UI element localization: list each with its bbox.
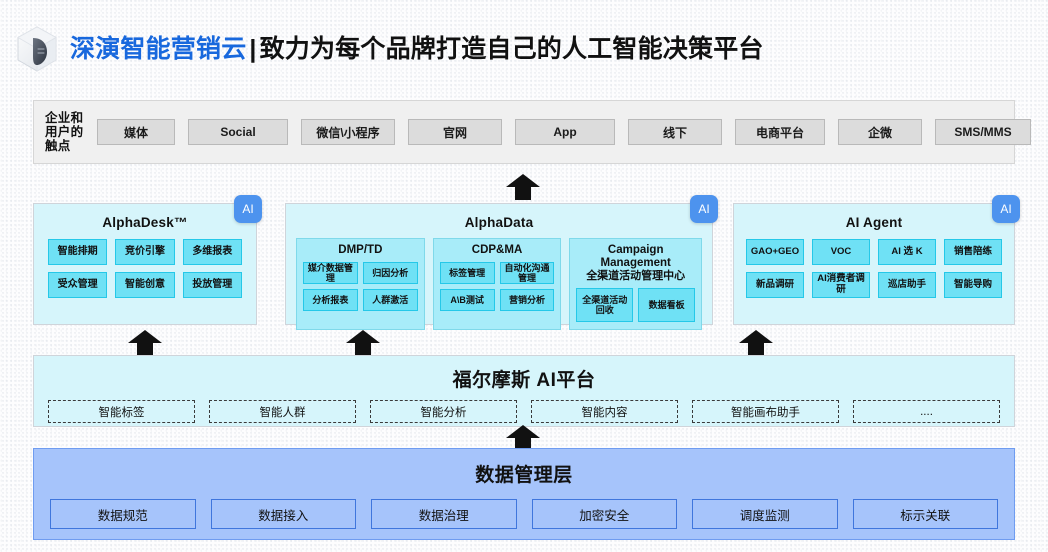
ai-badge-icon: AI [234,195,262,223]
touchpoint-media[interactable]: 媒体 [97,119,175,145]
platform-title: 福尔摩斯 AI平台 [452,370,596,391]
touchpoints-list: 媒体 Social 微信\小程序 官网 App 线下 电商平台 企微 SMS/M… [97,119,1031,145]
arrow-up-to-ai-agent [739,330,773,356]
group-campaign-management-title: Campaign Management 全渠道活动管理中心 [576,244,695,283]
platform-item-smart-canvas-assistant[interactable]: 智能画布助手 [692,400,839,423]
tile-marketing-analysis[interactable]: 营销分析 [499,289,555,312]
ai-agent-title: AI Agent [845,215,903,230]
panel-ai-agent: AI AI Agent GAO+GEO VOC AI 选 K 销售陪练 新品调研… [733,195,1020,325]
tile-data-dashboard[interactable]: 数据看板 [638,288,696,323]
platform-item-smart-audience[interactable]: 智能人群 [209,400,356,423]
ai-badge-icon: AI [690,195,718,223]
touchpoint-offline[interactable]: 线下 [628,119,722,145]
data-management-section: 数据管理层 数据规范 数据接入 数据治理 加密安全 调度监测 标示关联 [33,448,1015,540]
data-item-data-governance[interactable]: 数据治理 [371,499,517,529]
data-item-data-ingestion[interactable]: 数据接入 [210,499,356,529]
campaign-title-cn: 全渠道活动管理中心 [586,270,686,283]
touchpoint-sms-mms[interactable]: SMS/MMS [935,119,1031,145]
cube-leaf-logo-icon [14,24,60,74]
platform-items: 智能标签 智能人群 智能分析 智能内容 智能画布助手 .... [34,392,1014,423]
tile-sales-training[interactable]: 销售陪练 [944,239,1002,265]
tile-smart-creative[interactable]: 智能创意 [115,272,175,298]
tile-audience-management[interactable]: 受众管理 [48,272,108,298]
arrow-up-to-alphadesk [128,330,162,356]
tile-tag-management[interactable]: 标签管理 [439,262,495,285]
group-cdp-ma: CDP&MA 标签管理 自动化沟通管理 A\B测试 营销分析 [432,238,562,331]
group-dmp-td: DMP/TD 媒介数据管理 归因分析 分析报表 人群激活 [296,238,425,331]
platform-item-smart-tag[interactable]: 智能标签 [48,400,195,423]
page-header: 深演智能营销云|致力为每个品牌打造自己的人工智能决策平台 [14,24,764,74]
brand-name: 深演智能营销云 [70,34,247,63]
data-item-data-standard[interactable]: 数据规范 [50,499,196,529]
tile-media-data-management[interactable]: 媒介数据管理 [303,262,358,285]
touchpoint-ecommerce[interactable]: 电商平台 [735,119,825,145]
arrow-up-to-platform [506,425,540,451]
tile-gao-geo[interactable]: GAO+GEO [746,239,804,265]
tile-smart-shopping-guide[interactable]: 智能导购 [944,272,1002,298]
panel-alphadata: AI AlphaData DMP/TD 媒介数据管理 归因分析 分析报表 人群激… [285,195,718,331]
data-management-items: 数据规范 数据接入 数据治理 加密安全 调度监测 标示关联 [34,487,1014,529]
platform-item-smart-content[interactable]: 智能内容 [531,400,678,423]
platform-item-smart-analysis[interactable]: 智能分析 [370,400,517,423]
campaign-title-en: Campaign Management [600,244,671,270]
tile-analysis-report[interactable]: 分析报表 [303,289,358,312]
tile-store-patrol-assistant[interactable]: 巡店助手 [878,272,936,298]
touchpoint-wechat-miniprogram[interactable]: 微信\小程序 [301,119,395,145]
tile-attribution-analysis[interactable]: 归因分析 [362,262,418,285]
page-title: 深演智能营销云|致力为每个品牌打造自己的人工智能决策平台 [70,34,764,63]
alphadata-groups: DMP/TD 媒介数据管理 归因分析 分析报表 人群激活 CDP&MA 标签管理… [286,230,712,331]
data-item-identity-linkage[interactable]: 标示关联 [852,499,998,529]
touchpoints-label: 企业和用户的触点 [45,111,84,153]
group-dmp-td-title: DMP/TD [338,244,383,256]
platform-section: 福尔摩斯 AI平台 智能标签 智能人群 智能分析 智能内容 智能画布助手 ...… [33,355,1015,427]
ai-agent-tiles: GAO+GEO VOC AI 选 K 销售陪练 新品调研 AI消费者调研 巡店助… [734,230,1014,298]
tile-ai-consumer-research[interactable]: AI消费者调研 [812,272,870,298]
tile-ai-kol-selection[interactable]: AI 选 K [878,239,936,265]
touchpoint-app[interactable]: App [515,119,615,145]
ai-badge-icon: AI [992,195,1020,223]
touchpoints-section: 企业和用户的触点 媒体 Social 微信\小程序 官网 App 线下 电商平台… [33,100,1031,164]
group-dmp-td-tiles: 媒介数据管理 归因分析 分析报表 人群激活 [303,262,418,312]
tile-bidding-engine[interactable]: 竞价引擎 [115,239,175,265]
tile-omnichannel-campaign-recycle[interactable]: 全渠道活动回收 [576,288,634,323]
group-campaign-management: Campaign Management 全渠道活动管理中心 全渠道活动回收 数据… [569,238,703,331]
alphadata-title: AlphaData [464,215,534,230]
alphadesk-title: AlphaDesk™ [102,215,188,230]
title-separator: | [249,34,257,63]
tile-delivery-management[interactable]: 投放管理 [182,272,242,298]
group-cdp-ma-tiles: 标签管理 自动化沟通管理 A\B测试 营销分析 [439,262,555,312]
arrow-up-to-touchpoints [506,174,540,200]
arrow-up-to-alphadata [346,330,380,356]
tile-multi-dim-report[interactable]: 多维报表 [182,239,242,265]
touchpoint-website[interactable]: 官网 [408,119,502,145]
tile-audience-activation[interactable]: 人群激活 [362,289,418,312]
tile-new-product-research[interactable]: 新品调研 [746,272,804,298]
data-management-title: 数据管理层 [475,465,573,486]
panel-alphadesk: AI AlphaDesk™ 智能排期 竞价引擎 多维报表 受众管理 智能创意 投… [33,195,262,325]
tile-automated-communication[interactable]: 自动化沟通管理 [499,262,555,285]
tile-voc[interactable]: VOC [812,239,870,265]
platform-item-more[interactable]: .... [853,400,1000,423]
title-tagline: 致力为每个品牌打造自己的人工智能决策平台 [259,34,764,63]
group-cdp-ma-title: CDP&MA [471,244,523,256]
data-item-encryption-security[interactable]: 加密安全 [531,499,677,529]
touchpoint-qiwei[interactable]: 企微 [838,119,922,145]
tile-smart-scheduling[interactable]: 智能排期 [48,239,108,265]
touchpoint-social[interactable]: Social [188,119,288,145]
alphadesk-tiles: 智能排期 竞价引擎 多维报表 受众管理 智能创意 投放管理 [34,230,256,298]
data-item-scheduling-monitoring[interactable]: 调度监测 [692,499,838,529]
group-campaign-tiles: 全渠道活动回收 数据看板 [576,288,696,323]
tile-ab-testing[interactable]: A\B测试 [439,289,495,312]
